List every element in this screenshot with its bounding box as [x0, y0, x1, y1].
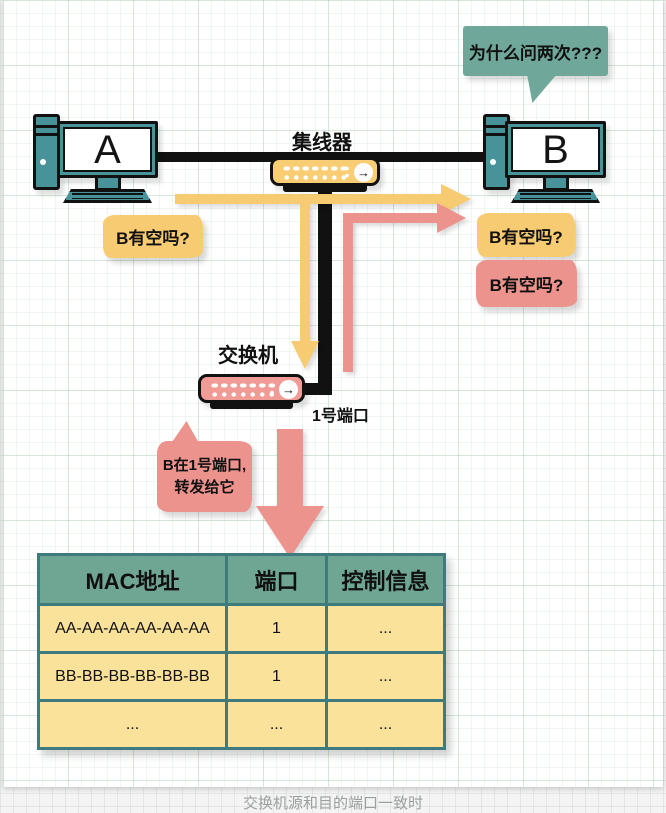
computer-b-monitor: B: [505, 121, 606, 178]
cell-port-etc: ...: [225, 699, 328, 750]
pink-arrow-right-head-icon: [437, 203, 466, 233]
cell-info-aa: ...: [325, 603, 446, 654]
switch-port-label: 1号端口: [312, 408, 369, 425]
switch-colon-dots-icon: [270, 382, 274, 396]
table-row: BB-BB-BB-BB-BB-BB 1 ...: [37, 651, 446, 702]
image-caption: 交换机源和目的端口一致时: [242, 795, 423, 812]
pink-arrow-horizontal-shaft: [343, 213, 438, 223]
cell-port-bb: 1: [225, 651, 328, 702]
tower-led-icon: [40, 159, 46, 165]
switch-decision-bubble: B在1号端口, 转发给它: [157, 441, 252, 512]
table-row: ... ... ...: [37, 699, 446, 750]
lookup-arrow-shaft: [277, 429, 303, 507]
message-tag-left-yellow-text: B有空吗?: [116, 229, 190, 248]
pink-arrow-vertical-shaft: [343, 213, 353, 372]
computer-a-monitor: A: [57, 121, 158, 178]
table-header-mac: MAC地址: [37, 553, 228, 606]
hub-label: 集线器: [292, 132, 352, 154]
message-tag-right-pink: B有空吗?: [476, 260, 577, 307]
computer-a-screen-label: A: [63, 127, 152, 172]
message-tag-right-pink-text: B有空吗?: [489, 276, 564, 295]
mac-address-table: MAC地址 端口 控制信息 AA-AA-AA-AA-AA-AA 1 ... BB…: [37, 553, 446, 750]
switch-port-dashes-icon: [210, 382, 276, 389]
hub-port-dashes-icon: [282, 165, 348, 172]
table-header-port: 端口: [225, 553, 328, 606]
yellow-arrow-vertical-shaft: [300, 199, 310, 342]
tower-vent-icon: [485, 125, 508, 128]
yellow-arrow-down-head-icon: [291, 341, 319, 369]
message-tag-right-yellow-text: B有空吗?: [489, 227, 563, 247]
cell-info-etc: ...: [325, 699, 446, 750]
cable-hub-to-switch-horizontal: [300, 383, 332, 395]
hub-colon-dots-icon: [345, 165, 349, 179]
cable-hub-to-switch-vertical: [318, 183, 332, 395]
switch-base: [210, 403, 293, 409]
tower-vent-icon: [35, 125, 58, 128]
switch-arrow-icon: →: [279, 379, 298, 399]
switch-decision-line1: B在1号端口,: [162, 456, 247, 474]
lookup-arrow-head-icon: [256, 506, 324, 558]
keyboard-keys-icon: [72, 193, 143, 199]
cell-mac-bb: BB-BB-BB-BB-BB-BB: [37, 651, 228, 702]
tower-led-icon: [490, 159, 496, 165]
table-header-info: 控制信息: [325, 553, 446, 606]
computer-a-keyboard: [63, 189, 152, 203]
computer-b-keyboard: [511, 189, 600, 203]
cell-mac-etc: ...: [37, 699, 228, 750]
table-header-row: MAC地址 端口 控制信息: [37, 553, 446, 606]
computer-b-screen-label: B: [511, 127, 600, 172]
hub-port-dots-icon: [282, 174, 348, 181]
switch-device: →: [198, 374, 305, 403]
switch-decision-line2: 转发给它: [174, 478, 235, 496]
why-twice-bubble-text: 为什么问两次???: [468, 43, 603, 63]
tower-vent-icon: [485, 133, 508, 136]
hub-arrow-icon: →: [354, 162, 373, 182]
switch-label: 交换机: [218, 345, 278, 367]
cell-mac-aa: AA-AA-AA-AA-AA-AA: [37, 603, 228, 654]
cell-port-aa: 1: [225, 603, 328, 654]
message-tag-right-yellow: B有空吗?: [477, 213, 575, 257]
why-twice-bubble: 为什么问两次???: [463, 26, 608, 76]
hub-base: [283, 186, 367, 192]
computer-a-tower: [33, 114, 60, 190]
cell-info-bb: ...: [325, 651, 446, 702]
table-row: AA-AA-AA-AA-AA-AA 1 ...: [37, 603, 446, 654]
switch-port-dots-icon: [210, 391, 276, 398]
tower-vent-icon: [35, 133, 58, 136]
keyboard-keys-icon: [520, 193, 591, 199]
hub-device: →: [270, 157, 380, 186]
message-tag-left-yellow: B有空吗?: [103, 215, 203, 258]
